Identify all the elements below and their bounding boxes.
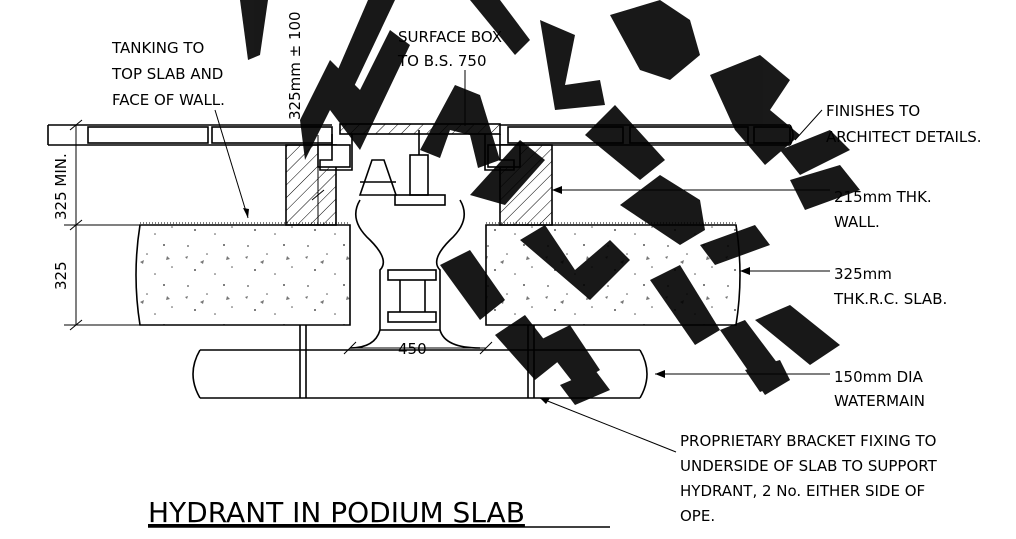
- surface-box-label: SURFACE BOX TO B.S. 750: [397, 28, 502, 70]
- svg-text:150mm DIA: 150mm DIA: [834, 368, 924, 386]
- svg-text:TANKING TO: TANKING TO: [111, 39, 204, 57]
- hydrant: [349, 130, 481, 349]
- svg-text:FINISHES TO: FINISHES TO: [826, 102, 920, 120]
- svg-text:HYDRANT, 2 No. EITHER SIDE OF: HYDRANT, 2 No. EITHER SIDE OF: [680, 482, 925, 500]
- svg-text:THK.R.C. SLAB.: THK.R.C. SLAB.: [833, 290, 947, 308]
- drawing-title: HYDRANT IN PODIUM SLAB: [148, 496, 525, 529]
- watermark: [240, 0, 860, 405]
- finishes-label: FINISHES TO ARCHITECT DETAILS.: [826, 102, 982, 146]
- svg-text:ARCHITECT DETAILS.: ARCHITECT DETAILS.: [826, 128, 982, 146]
- svg-text:OPE.: OPE.: [680, 507, 715, 525]
- svg-text:TOP SLAB AND: TOP SLAB AND: [111, 65, 223, 83]
- svg-text:PROPRIETARY BRACKET FIXING TO: PROPRIETARY BRACKET FIXING TO: [680, 432, 936, 450]
- svg-text:215mm THK.: 215mm THK.: [834, 188, 932, 206]
- dim-opening-label: 450: [398, 340, 427, 358]
- wall-left: [285, 144, 351, 226]
- slab-label: 325mm THK.R.C. SLAB.: [833, 265, 947, 308]
- svg-text:WATERMAIN: WATERMAIN: [834, 392, 925, 410]
- slab-left: [135, 222, 351, 326]
- dim-min-label: 325 MIN.: [52, 153, 70, 220]
- leader-lines: [214, 70, 830, 453]
- svg-text:SURFACE BOX: SURFACE BOX: [398, 28, 502, 46]
- wall-label: 215mm THK. WALL.: [834, 188, 932, 231]
- svg-text:WALL.: WALL.: [834, 213, 880, 231]
- watermain-label: 150mm DIA WATERMAIN: [834, 368, 925, 410]
- dim-slab-label: 325: [52, 261, 70, 290]
- bracket-label: PROPRIETARY BRACKET FIXING TO UNDERSIDE …: [680, 432, 938, 525]
- svg-text:TO B.S. 750: TO B.S. 750: [397, 52, 486, 70]
- svg-text:FACE OF WALL.: FACE OF WALL.: [112, 91, 225, 109]
- dim-top-label: 325mm ± 100: [286, 11, 304, 120]
- dimension-lines: [48, 119, 493, 355]
- svg-text:UNDERSIDE OF SLAB TO SUPPORT: UNDERSIDE OF SLAB TO SUPPORT: [680, 457, 938, 475]
- svg-text:325mm: 325mm: [834, 265, 892, 283]
- tanking-label: TANKING TO TOP SLAB AND FACE OF WALL.: [111, 39, 225, 109]
